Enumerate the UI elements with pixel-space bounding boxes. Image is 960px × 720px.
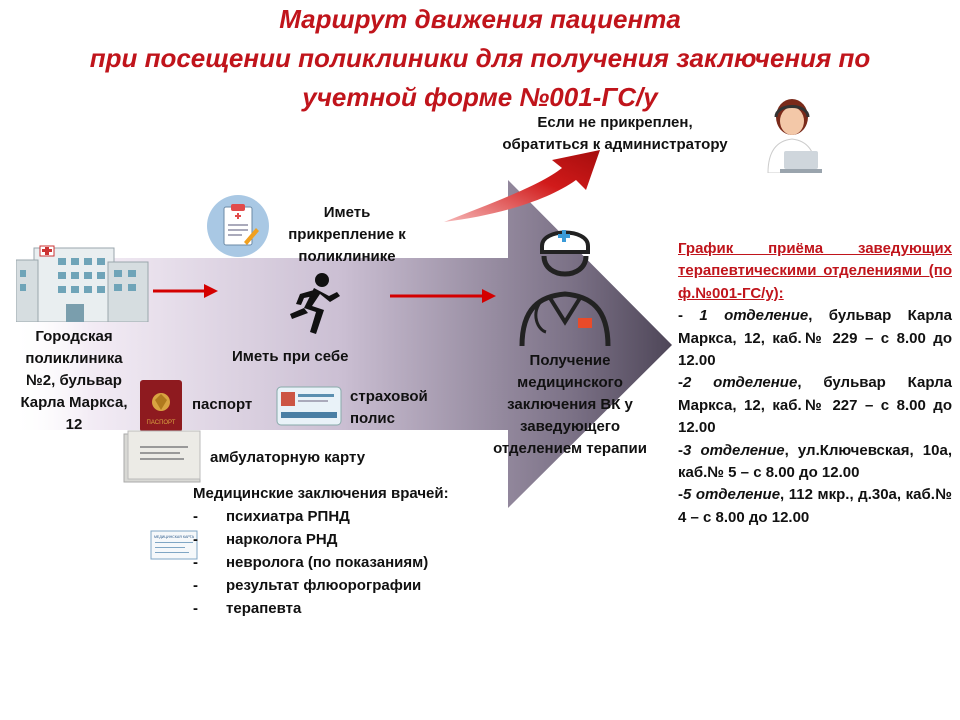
- schedule-entry: -5 отделение, 112 мкр., д.30а, каб.№ 4 –…: [678, 484, 952, 529]
- title-line-1: Маршрут движения пациента: [279, 4, 681, 34]
- receive-line-2: медицинского: [517, 374, 623, 391]
- running-person-icon: [290, 273, 340, 334]
- insurance-label: страховой полис: [350, 386, 428, 430]
- clinic-building-icon: [16, 245, 149, 322]
- list-item-text: нарколога РНД: [226, 531, 338, 548]
- doctor-icon: [519, 230, 611, 347]
- med-conclusions-list: Медицинские заключения врачей: - психиатр…: [193, 482, 449, 620]
- medical-card-text: МЕДИЦИНСКАЯ КАРТА: [154, 535, 195, 539]
- entry-dept: 5 отделение: [683, 486, 781, 504]
- clinic-line-5: 12: [65, 416, 83, 433]
- entry-prefix: -: [678, 374, 683, 392]
- step-bring-label: Иметь при себе: [232, 348, 349, 365]
- entry-prefix: -: [678, 486, 683, 504]
- list-dash: -: [193, 554, 198, 571]
- schedule-entry: -3 отделение, ул.Ключевская, 10а, каб.№ …: [678, 440, 952, 485]
- list-item: - нарколога РНД: [193, 528, 449, 551]
- clinic-line-3: №2, бульвар: [26, 372, 122, 389]
- receive-line-3: заключения ВК у: [507, 396, 633, 413]
- list-item: - терапевта: [193, 597, 449, 620]
- list-dash: -: [193, 508, 198, 525]
- list-item: - невролога (по показаниям): [193, 551, 449, 574]
- entry-dept: 1 отделение: [699, 307, 809, 325]
- entry-prefix: -: [678, 441, 683, 459]
- arrow-attach-to-doctor: [390, 289, 496, 303]
- receive-line-4: заведующего: [519, 418, 621, 435]
- attach-line-1: Иметь: [323, 204, 371, 221]
- schedule-entry: - 1 отделение, бульвар Карла Маркса, 12,…: [678, 305, 952, 372]
- insurance-line-2: полис: [350, 410, 395, 427]
- list-item: - результат флюорографии: [193, 574, 449, 597]
- list-item-text: психиатра РПНД: [226, 508, 350, 525]
- schedule-heading: График приёма заведующих терапевтическим…: [678, 240, 952, 302]
- insurance-card-icon: [276, 386, 342, 426]
- clinic-line-1: Городская: [35, 328, 113, 345]
- title-line-2: при посещении поликлиники для получения …: [89, 43, 871, 73]
- entry-text: , 112 мкр., д.30а, каб.№ 4 – с 8.00 до 1…: [678, 486, 952, 526]
- entry-text: , бульвар Карла Маркса, 12, каб.№ 227 – …: [678, 374, 952, 437]
- step-receive-label: Получение медицинского заключения ВК у з…: [472, 350, 668, 460]
- list-item-text: терапевта: [226, 600, 302, 617]
- clinic-line-2: поликлиника: [25, 350, 123, 367]
- step-attach-label: Иметь прикрепление к поликлинике: [272, 202, 422, 268]
- clipboard-icon: [207, 195, 269, 257]
- receive-line-5: отделением терапии: [493, 440, 647, 457]
- list-dash: -: [193, 577, 198, 594]
- administrator-icon: [767, 99, 822, 173]
- passport-cover-text: ПАСПОРТ: [147, 420, 176, 426]
- med-conclusions-heading: Медицинские заключения врачей:: [193, 485, 449, 502]
- arrow-clinic-to-attach: [153, 284, 218, 298]
- passport-icon: ПАСПОРТ: [140, 380, 182, 432]
- clinic-line-4: Карла Маркса,: [20, 394, 128, 411]
- title-line-3: учетной форме №001-ГС/у: [302, 82, 658, 112]
- attach-line-3: поликлинике: [298, 248, 396, 265]
- list-dash: -: [193, 531, 198, 548]
- outpatient-card-label: амбулаторную карту: [210, 449, 366, 466]
- administrator-note: Если не прикреплен, обратиться к админис…: [470, 112, 760, 156]
- entry-prefix: -: [678, 307, 700, 325]
- step-clinic-label: Городская поликлиника №2, бульвар Карла …: [0, 326, 148, 436]
- page-title: Маршрут движения пациента при посещении …: [0, 0, 960, 117]
- list-item: - психиатра РПНД: [193, 505, 449, 528]
- entry-text: , бульвар Карла Маркса, 12, каб.№ 229 – …: [678, 307, 952, 370]
- attach-line-2: прикрепление к: [288, 226, 406, 243]
- insurance-line-1: страховой: [350, 388, 428, 405]
- list-item-text: результат флюорографии: [226, 577, 422, 594]
- medical-card-icon: МЕДИЦИНСКАЯ КАРТА: [150, 530, 198, 560]
- outpatient-card-icon: [123, 430, 201, 483]
- admin-note-line-2: обратиться к администратору: [502, 136, 728, 153]
- list-dash: -: [193, 600, 198, 617]
- list-item-text: невролога (по показаниям): [226, 554, 429, 571]
- receive-line-1: Получение: [529, 352, 611, 369]
- passport-label: паспорт: [192, 396, 253, 413]
- entry-dept: 3 отделение: [683, 441, 785, 459]
- schedule-block: График приёма заведующих терапевтическим…: [678, 238, 952, 529]
- entry-text: , ул.Ключевская, 10а, каб.№ 5 – с 8.00 д…: [678, 441, 952, 482]
- admin-note-line-1: Если не прикреплен,: [537, 114, 693, 131]
- entry-dept: 2 отделение: [683, 374, 798, 392]
- schedule-entry: -2 отделение, бульвар Карла Маркса, 12, …: [678, 372, 952, 439]
